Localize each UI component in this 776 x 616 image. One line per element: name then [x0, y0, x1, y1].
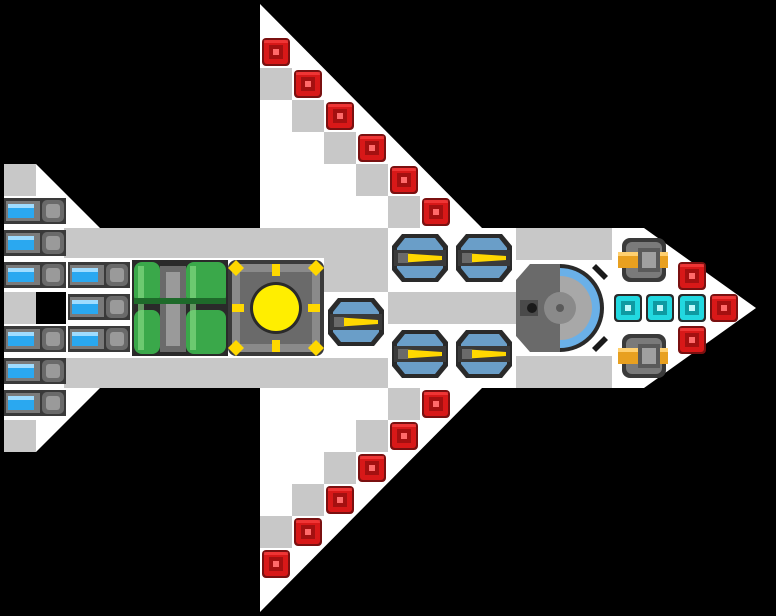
blue-thruster-icon[interactable] [4, 262, 66, 288]
red-armor-block-icon[interactable] [262, 550, 290, 578]
cyan-shield-block-icon[interactable] [614, 294, 642, 322]
ship-hull [4, 4, 756, 612]
red-armor-block-icon[interactable] [678, 262, 706, 290]
red-armor-block-icon[interactable] [710, 294, 738, 322]
cyan-shield-block-icon[interactable] [646, 294, 674, 322]
red-armor-block-icon[interactable] [326, 486, 354, 514]
red-armor-block-icon[interactable] [358, 134, 386, 162]
orange-gun-turret-icon[interactable] [618, 334, 668, 378]
blue-thruster-icon[interactable] [68, 294, 130, 320]
blue-thruster-icon[interactable] [4, 390, 66, 416]
red-armor-block-icon[interactable] [326, 102, 354, 130]
blue-thruster-icon[interactable] [4, 198, 66, 224]
red-armor-block-icon[interactable] [422, 198, 450, 226]
yellow-laser-cannon-icon[interactable] [392, 330, 448, 378]
yellow-laser-cannon-icon[interactable] [456, 234, 512, 282]
red-armor-block-icon[interactable] [294, 518, 322, 546]
cockpit-dome-icon[interactable] [516, 264, 608, 352]
red-armor-block-icon[interactable] [678, 326, 706, 354]
blue-thruster-icon[interactable] [4, 230, 66, 256]
orange-gun-turret-icon[interactable] [618, 238, 668, 282]
blue-thruster-icon[interactable] [4, 326, 66, 352]
shield-blocks [614, 294, 706, 322]
red-armor-block-icon[interactable] [422, 390, 450, 418]
red-armor-block-icon[interactable] [390, 422, 418, 450]
red-armor-block-icon[interactable] [294, 70, 322, 98]
cyan-shield-block-icon[interactable] [678, 294, 706, 322]
blue-thruster-icon[interactable] [4, 358, 66, 384]
green-fuel-tank-icon[interactable] [132, 260, 228, 356]
red-armor-block-icon[interactable] [390, 166, 418, 194]
yellow-laser-cannon-icon[interactable] [392, 234, 448, 282]
yellow-reactor-core-icon[interactable] [228, 260, 324, 356]
red-armor-block-icon[interactable] [358, 454, 386, 482]
red-armor-block-icon[interactable] [262, 38, 290, 66]
yellow-laser-cannon-icon[interactable] [456, 330, 512, 378]
yellow-laser-cannon-icon[interactable] [328, 298, 384, 346]
blue-thruster-icon[interactable] [68, 326, 130, 352]
blue-thruster-icon[interactable] [68, 262, 130, 288]
